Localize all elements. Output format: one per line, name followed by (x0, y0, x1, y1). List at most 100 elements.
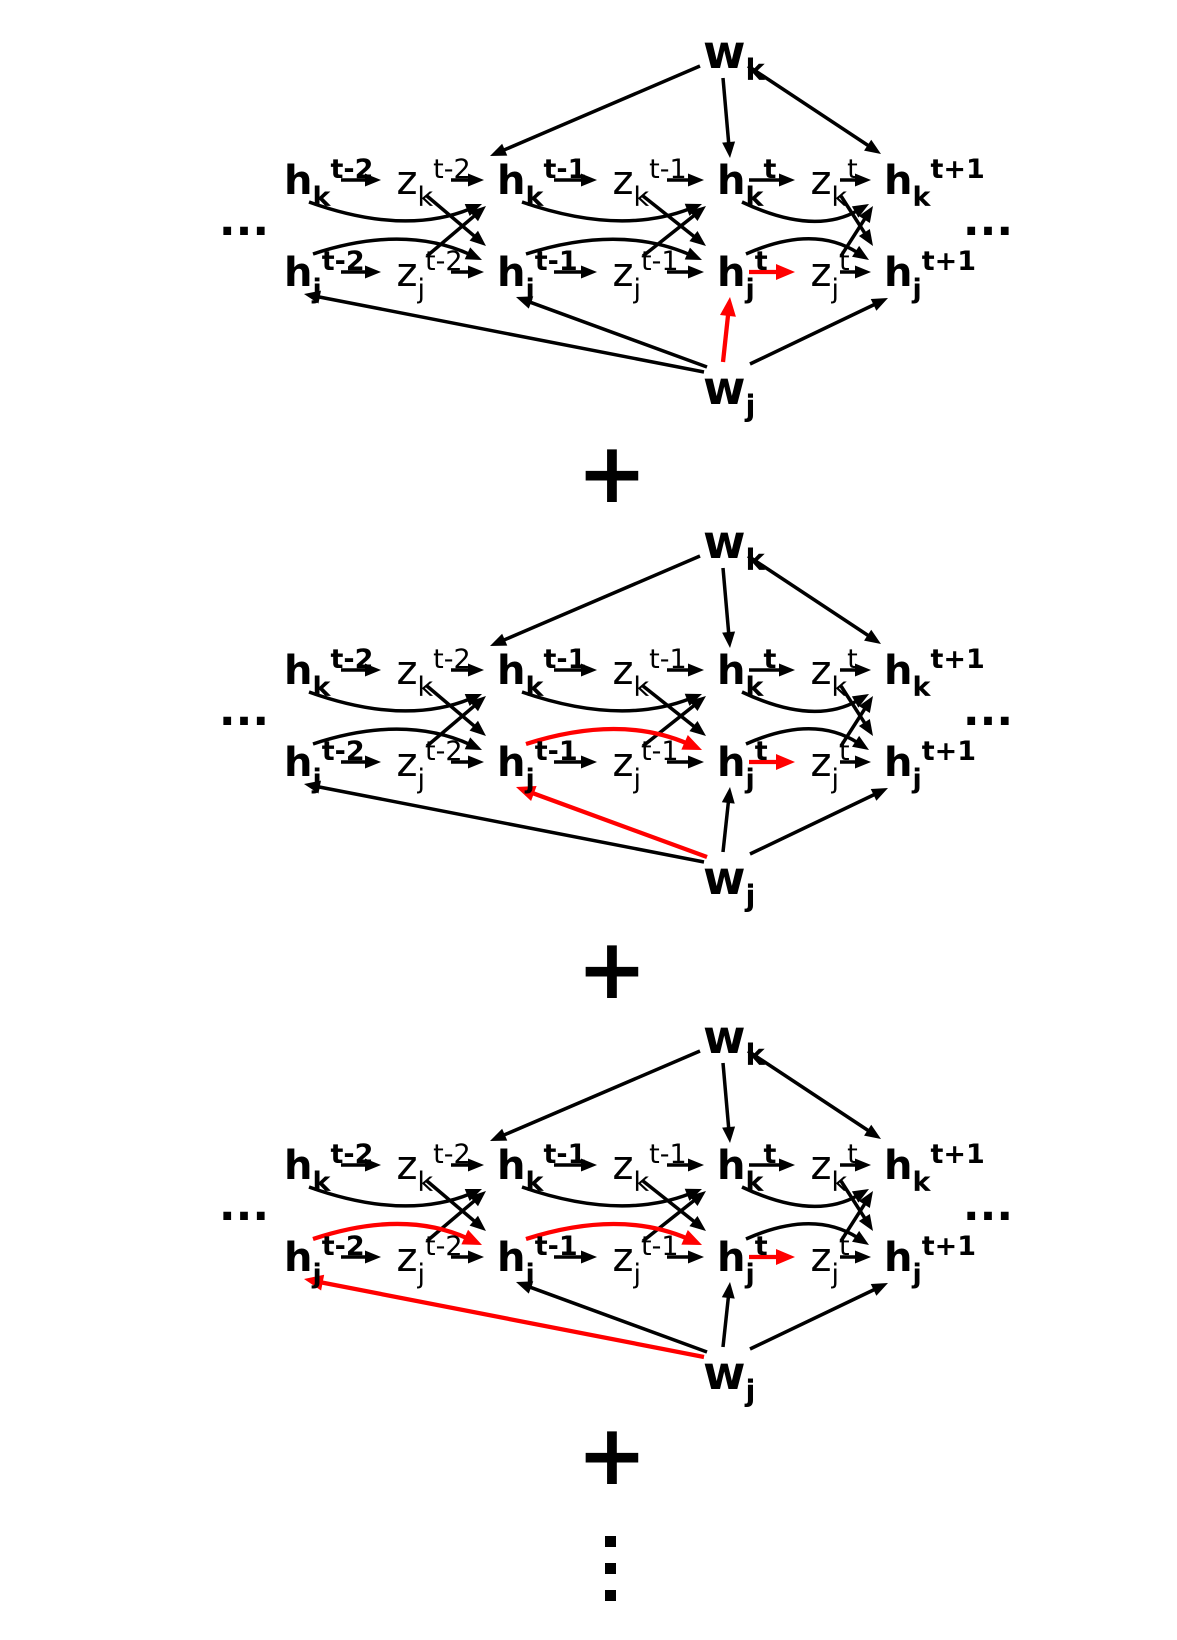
edge-zj1-hj2 (667, 755, 704, 769)
edge-wk-hk1 (490, 1049, 701, 1141)
edge-wj-hj1 (516, 296, 708, 369)
node-base-label: z (397, 250, 418, 296)
edge-zj1-hj2 (667, 1250, 704, 1264)
edge-wj-hj1 (516, 1281, 708, 1354)
node-superscript: t (755, 736, 768, 767)
node-superscript: t-2 (330, 1139, 373, 1170)
edge-hk2-hk3 (741, 1185, 869, 1209)
edge-zk0-hk1 (451, 1158, 484, 1172)
node-subscript: j (831, 1259, 840, 1290)
node-wj: wj (703, 851, 755, 913)
node-subscript: k (745, 1167, 764, 1198)
node-superscript: t-2 (330, 644, 373, 675)
edge-hj1-zj1 (554, 265, 597, 279)
node-zk1: zkt-1 (613, 1139, 687, 1198)
node-zk2: zkt (811, 154, 858, 213)
node-wj: wj (703, 1346, 755, 1408)
node-subscript: k (418, 182, 434, 213)
ellipsis-dot (605, 1536, 616, 1547)
node-wj: wj (703, 361, 755, 423)
node-base-label: z (397, 158, 418, 204)
edge-hj0-hj1 (312, 1221, 482, 1245)
edge-zj1-hk2 (641, 1191, 706, 1243)
edge-hk0-hk1 (308, 200, 482, 223)
edge-wj-hj2 (720, 297, 736, 363)
node-superscript: t-1 (641, 736, 679, 767)
node-zk2: zkt (811, 644, 858, 703)
edge-zk0-hk1 (451, 173, 484, 187)
node-hk0: hkt-2 (284, 154, 373, 213)
node-superscript: t (763, 644, 776, 675)
ellipsis-dot (605, 1590, 616, 1601)
edge-wk-hk1 (490, 554, 701, 646)
edge-zj1-hk2 (641, 696, 706, 748)
edge-zj0-hk1 (425, 1191, 486, 1243)
node-base-label: z (613, 648, 634, 694)
node-zk0: zkt-2 (397, 1139, 471, 1198)
node-subscript: k (912, 1167, 931, 1198)
node-base-label: h (497, 250, 525, 296)
node-superscript: t+1 (922, 1231, 976, 1262)
node-superscript: t+1 (930, 1139, 984, 1170)
edge-hj0-zj0 (341, 1250, 381, 1264)
edge-wj-hj3 (749, 788, 888, 856)
node-superscript: t-1 (543, 1139, 586, 1170)
edge-wj-hj3 (749, 298, 888, 366)
node-superscript: t+1 (930, 644, 984, 675)
node-hj2: hjt (717, 246, 768, 305)
node-base-label: h (497, 1143, 525, 1189)
node-subscript: k (418, 672, 434, 703)
edge-wj-hj1 (516, 786, 708, 860)
node-base-label: z (613, 250, 634, 296)
node-base-label: z (397, 1235, 418, 1281)
node-zj1: zjt-1 (613, 1231, 679, 1290)
node-subscript: j (745, 1374, 756, 1408)
edge-zk2-hk3 (840, 1158, 871, 1172)
edge-zj0-hk1 (425, 696, 486, 748)
node-wk: wk (703, 25, 766, 87)
edge-zk2-hk3 (840, 663, 871, 677)
node-hj3: hjt+1 (884, 246, 976, 305)
node-superscript: t-2 (425, 246, 463, 277)
node-subscript: j (417, 274, 426, 305)
node-superscript: t (839, 736, 850, 767)
ellipsis-left: ... (219, 1180, 269, 1231)
edge-zj0-hk1 (425, 206, 486, 258)
node-hj0: hjt-2 (284, 736, 365, 795)
node-subscript: k (634, 182, 650, 213)
node-superscript: t-1 (535, 736, 578, 767)
node-base-label: w (703, 1010, 746, 1064)
node-base-label: h (717, 1235, 745, 1281)
node-subscript: j (831, 764, 840, 795)
node-subscript: k (312, 1167, 331, 1198)
ellipsis-right: ... (963, 195, 1013, 246)
edge-zk1-hk2 (667, 1158, 704, 1172)
edge-hj0-hj1 (312, 237, 482, 260)
node-superscript: t-1 (543, 154, 586, 185)
node-superscript: t-2 (425, 1231, 463, 1262)
node-base-label: z (397, 648, 418, 694)
node-subscript: k (746, 53, 766, 87)
node-superscript: t (839, 1231, 850, 1262)
node-hj0: hjt-2 (284, 1231, 365, 1290)
edge-hk0-zk0 (341, 663, 381, 677)
node-base-label: h (717, 1143, 745, 1189)
edge-wj-hj0 (304, 1274, 705, 1360)
edge-wk-hk2 (721, 1062, 736, 1143)
node-hj1: hjt-1 (497, 1231, 578, 1290)
edge-hk1-zk1 (554, 663, 597, 677)
node-hk3: hkt+1 (884, 1139, 985, 1198)
node-superscript: t (763, 154, 776, 185)
node-subscript: j (524, 1259, 534, 1290)
edge-hk0-zk0 (341, 1158, 381, 1172)
edge-hj2-zj2 (749, 754, 795, 770)
node-subscript: k (912, 672, 931, 703)
node-subscript: k (746, 1038, 766, 1072)
vertical-ellipsis-icon (605, 1536, 616, 1601)
node-zj0: zjt-2 (397, 736, 463, 795)
edge-zk0-hk1 (451, 663, 484, 677)
node-superscript: t-1 (649, 1139, 687, 1170)
node-superscript: t-1 (649, 644, 687, 675)
node-subscript: k (745, 182, 764, 213)
